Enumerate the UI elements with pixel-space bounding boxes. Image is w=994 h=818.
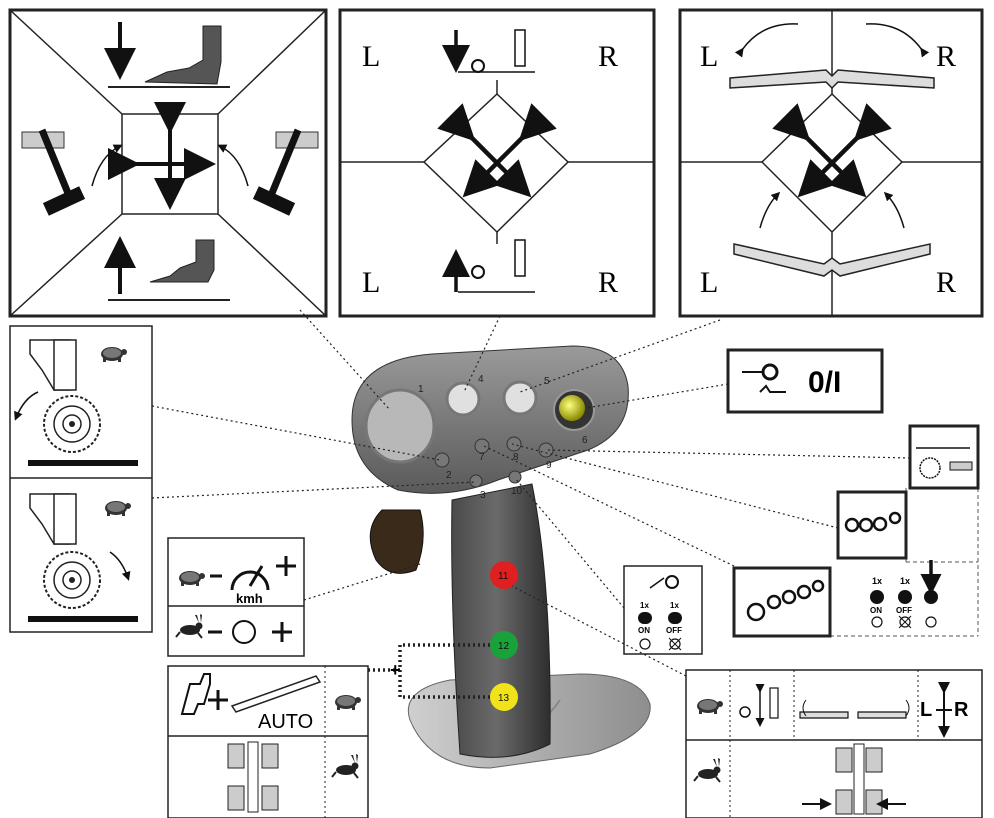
off-label: OFF <box>666 626 682 635</box>
button-number: 3 <box>480 490 486 501</box>
count-label: 1x <box>670 601 679 610</box>
button-number: 11 <box>498 571 509 582</box>
button-10[interactable] <box>509 471 521 483</box>
label-right-bottom: R <box>936 266 956 299</box>
label-left: L <box>700 40 718 73</box>
count-label: 1x <box>900 576 910 586</box>
lr-label-right: R <box>954 699 969 721</box>
button-number: 10 <box>511 486 523 497</box>
panel-lift-float: L R <box>686 670 982 818</box>
button-9[interactable] <box>539 443 553 457</box>
button-number: 13 <box>498 693 510 704</box>
joystick-body: 1 2 3 4 5 6 7 8 9 10 11 12 13 <box>352 346 650 768</box>
step-indicators: 1x 1x ON OFF <box>870 560 938 628</box>
panel-steps: 1x 1x ON OFF <box>734 426 978 636</box>
button-number: 4 <box>478 374 484 385</box>
auto-label: AUTO <box>258 711 313 733</box>
button-number: 2 <box>446 470 452 481</box>
thumb-wheel <box>370 510 423 573</box>
button-number: 6 <box>582 435 588 446</box>
on-label: ON <box>638 626 650 635</box>
count-label: 1x <box>872 576 882 586</box>
reel-wheel-icon <box>44 552 100 608</box>
label-left-bottom: L <box>362 266 380 299</box>
button-number: 7 <box>479 452 485 463</box>
button-7[interactable] <box>475 439 489 453</box>
button-number: 9 <box>546 460 552 471</box>
label-right: R <box>936 40 956 73</box>
button-8[interactable] <box>507 437 521 451</box>
button-3[interactable] <box>470 475 482 487</box>
label-left: L <box>362 40 380 73</box>
button-5[interactable] <box>504 382 536 414</box>
panel-reel-speed <box>10 326 152 632</box>
on-label: ON <box>870 606 882 615</box>
panel-auto-steer: AUTO <box>168 666 368 818</box>
speed-unit-label: kmh <box>236 591 263 606</box>
count-label: 1x <box>640 601 649 610</box>
off-label: OFF <box>896 606 912 615</box>
panel-fold-lr: L R L R <box>680 10 982 316</box>
label-right-bottom: R <box>598 266 618 299</box>
button-number: 1 <box>418 384 424 395</box>
branch-plus: + <box>390 660 401 680</box>
panel-lift-lr: L R L R <box>340 10 654 316</box>
panel-speed-control: kmh <box>168 538 304 656</box>
label-left-bottom: L <box>700 266 718 299</box>
button-number: 12 <box>498 641 510 652</box>
panel-steer-lift <box>10 10 326 316</box>
label-right: R <box>598 40 618 73</box>
reel-wheel-icon <box>44 396 100 452</box>
mini-joystick[interactable] <box>366 390 434 462</box>
onoff-label: 0/I <box>808 366 841 399</box>
button-6[interactable] <box>559 395 585 421</box>
button-4[interactable] <box>447 383 479 415</box>
panel-roller-onoff: 1x 1x ON OFF <box>624 566 702 654</box>
panel-onoff: 0/I <box>728 350 882 412</box>
lr-label-left: L <box>920 699 932 721</box>
